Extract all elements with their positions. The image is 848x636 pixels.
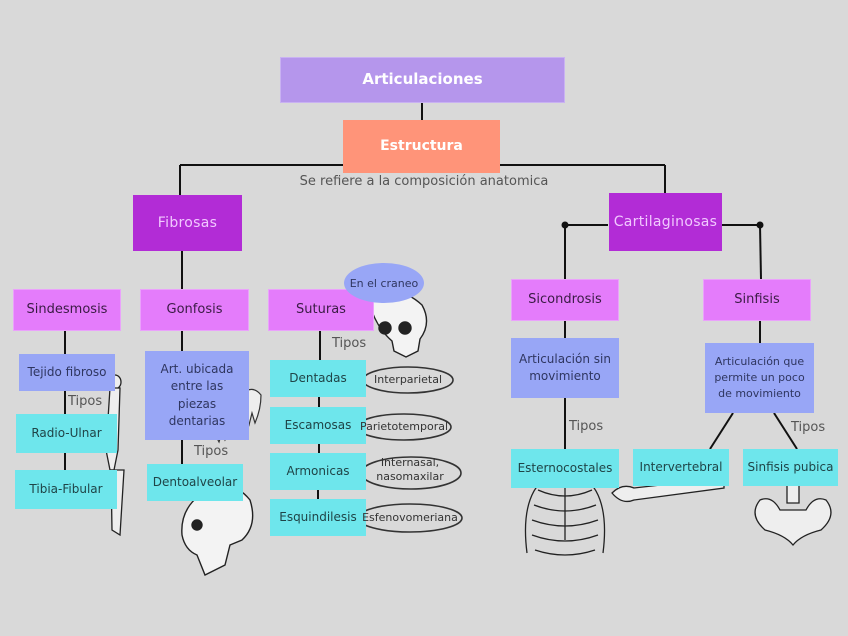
sicondrosis-label: Sicondrosis (528, 291, 602, 307)
structure-node[interactable]: Estructura (343, 120, 500, 173)
sicondrosis-desc-text: Articulación sin movimiento (519, 351, 611, 383)
sicondrosis-node[interactable]: Sicondrosis (511, 279, 619, 321)
leaf-text: Dentoalveolar (152, 474, 238, 489)
connector (773, 412, 798, 450)
leaf-intervertebral[interactable]: Intervertebral (633, 449, 729, 486)
sicondrosis-types-label: Tipos (569, 419, 604, 434)
arm-bone-icon (105, 374, 125, 537)
pelvis-icon (754, 477, 832, 547)
sinfisis-node[interactable]: Sinfisis (703, 279, 811, 321)
example-internasal: Internasal, nasomaxilar (376, 456, 444, 484)
sinfisis-label: Sinfisis (734, 291, 780, 307)
gonfosis-node[interactable]: Gonfosis (140, 289, 249, 331)
leaf-text: Intervertebral (639, 459, 723, 474)
fibrosas-node[interactable]: Fibrosas (133, 195, 242, 251)
example-parietotemporal: Parietotemporal (359, 420, 449, 433)
leaf-dentadas[interactable]: Dentadas (270, 360, 366, 397)
leaf-esquindilesis[interactable]: Esquindilesis (270, 499, 366, 536)
gonfosis-desc[interactable]: Art. ubicada entre las piezas dentarias (145, 351, 249, 440)
gonfosis-desc-text: Art. ubicada entre las piezas dentarias (160, 361, 234, 428)
example-interparietal: Interparietal (374, 373, 442, 386)
leaf-radio-ulnar[interactable]: Radio-Ulnar (16, 414, 117, 453)
skull-side-icon (181, 485, 254, 576)
ribcage-icon (524, 477, 606, 556)
sindesmosis-node[interactable]: Sindesmosis (13, 289, 121, 331)
suturas-label: Suturas (296, 301, 346, 317)
suturas-types-label: Tipos (332, 336, 367, 351)
leaf-text: Sinfisis pubica (747, 459, 834, 474)
root-title: Articulaciones (362, 70, 483, 89)
leaf-esternocostales[interactable]: Esternocostales (511, 449, 619, 488)
junction-dot (561, 221, 569, 229)
sindesmosis-desc-text: Tejido fibroso (27, 364, 107, 379)
leaf-sinfisis-pubica[interactable]: Sinfisis pubica (743, 449, 838, 486)
sinfisis-desc[interactable]: Articulación que permite un poco de movi… (705, 343, 814, 413)
fibrosas-label: Fibrosas (157, 214, 218, 231)
sinfisis-desc-text: Articulación que permite un poco de movi… (714, 355, 805, 400)
sindesmosis-label: Sindesmosis (26, 301, 108, 317)
sicondrosis-desc[interactable]: Articulación sin movimiento (511, 338, 619, 398)
leaf-text: Dentadas (289, 370, 347, 385)
suturas-note-bubble: En el craneo (344, 263, 424, 303)
gonfosis-label: Gonfosis (166, 301, 223, 317)
cartilaginosas-node[interactable]: Cartilaginosas (609, 193, 722, 251)
sinfisis-types-label: Tipos (791, 420, 826, 435)
sindesmosis-types-label: Tipos (68, 394, 103, 409)
leaf-text: Escamosas (284, 417, 352, 432)
gonfosis-types-label: Tipos (194, 444, 229, 459)
leaf-dentoalveolar[interactable]: Dentoalveolar (147, 464, 243, 501)
leaf-tibia-fibular[interactable]: Tibia-Fibular (15, 470, 117, 509)
connector (759, 224, 762, 280)
cartilaginosas-label: Cartilaginosas (613, 213, 718, 230)
leaf-text: Esternocostales (517, 460, 613, 475)
leaf-text: Tibia-Fibular (29, 481, 103, 496)
leaf-text: Radio-Ulnar (31, 425, 102, 440)
structure-label: Estructura (380, 138, 463, 155)
junction-dot (756, 221, 764, 229)
leaf-armonicas[interactable]: Armonicas (270, 453, 366, 490)
leaf-text: Esquindilesis (279, 509, 357, 524)
connector (709, 412, 734, 450)
root-node[interactable]: Articulaciones (280, 57, 565, 103)
sindesmosis-desc[interactable]: Tejido fibroso (19, 354, 115, 391)
structure-caption: Se refiere a la composición anatomica (299, 174, 549, 189)
leaf-text: Armonicas (286, 463, 350, 478)
leaf-escamosas[interactable]: Escamosas (270, 407, 366, 444)
example-esfenovomeriana: Esfenovomeriana (362, 511, 458, 524)
suturas-note: En el craneo (349, 276, 419, 290)
